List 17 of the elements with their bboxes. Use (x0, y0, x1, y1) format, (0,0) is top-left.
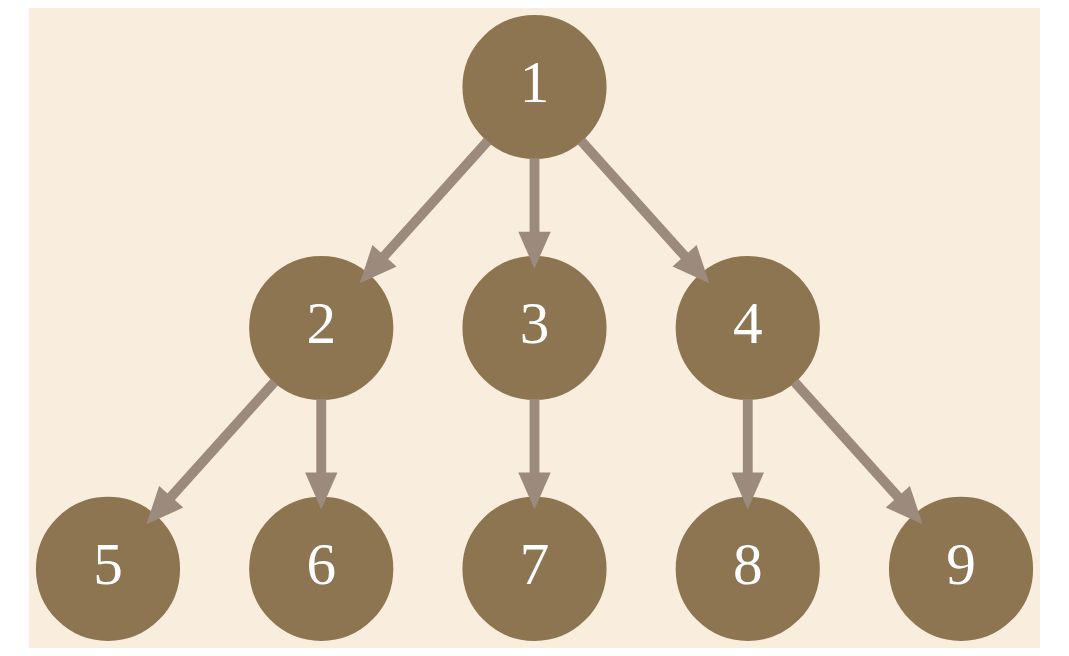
node-circle: 8 (675, 496, 820, 641)
node-circle: 2 (249, 255, 394, 401)
arrow (146, 378, 279, 525)
arrow (518, 158, 551, 269)
node-circle: 4 (675, 255, 820, 401)
arrow (790, 378, 923, 525)
arrow (518, 399, 551, 510)
node-circle: 3 (462, 255, 607, 401)
node-circle: 6 (249, 496, 394, 641)
node-circle: 7 (462, 496, 607, 641)
node-circle: 9 (888, 496, 1034, 641)
arrow (577, 137, 710, 284)
arrow (305, 399, 338, 510)
node-circle: 1 (462, 15, 607, 160)
arrow (731, 399, 764, 510)
node-circle: 5 (35, 496, 181, 641)
arrow (359, 137, 492, 284)
